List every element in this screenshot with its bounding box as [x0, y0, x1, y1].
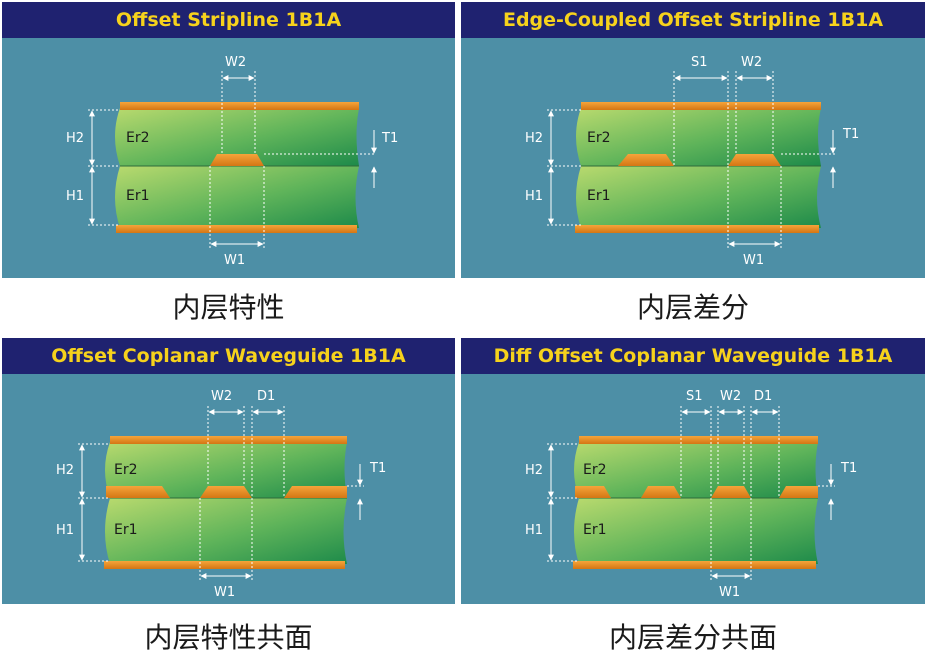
signal-trace-left: [641, 486, 681, 498]
signal-trace: [200, 486, 252, 498]
h2-label: H2: [66, 131, 84, 146]
panel-caption: 内层差分: [636, 291, 749, 324]
s1-label: S1: [691, 55, 708, 70]
bottom-reference-plane: [575, 225, 819, 233]
panel-caption: 内层特性共面: [144, 621, 313, 654]
w2-label: W2: [225, 55, 246, 70]
coplanar-ground-right: [779, 486, 818, 498]
coplanar-ground-left: [575, 486, 611, 498]
coplanar-ground-right: [284, 486, 347, 498]
top-reference-plane: [581, 102, 821, 110]
w1-label: W1: [719, 585, 740, 600]
bottom-reference-plane: [573, 561, 816, 569]
w2-label: W2: [211, 389, 232, 404]
h2-label: H2: [56, 463, 74, 478]
s1-label: S1: [686, 389, 703, 404]
bottom-reference-plane: [116, 225, 357, 233]
h1-label: H1: [66, 189, 84, 204]
signal-trace-right: [728, 154, 781, 166]
panel-caption: 内层差分共面: [608, 621, 777, 654]
t1-label: T1: [381, 131, 398, 146]
w1-label: W1: [743, 253, 764, 268]
stripline-cross-section: W2 W1 H2 H1 Er2 Er1 T1: [66, 55, 398, 268]
er1-label: Er1: [114, 522, 138, 538]
panel-edge-coupled-stripline: Edge-Coupled Offset Stripline 1B1A S1 W2: [461, 2, 925, 278]
panel-caption: 内层特性: [172, 291, 285, 324]
w2-label: W2: [741, 55, 762, 70]
bottom-reference-plane: [104, 561, 345, 569]
coplanar-ground-left: [106, 486, 170, 498]
er2-label: Er2: [126, 130, 150, 146]
signal-trace-right: [711, 486, 751, 498]
w1-label: W1: [224, 253, 245, 268]
diagram-area: W2 D1 W1 H2 H1 Er2 Er1 T1: [2, 374, 455, 604]
h2-label: H2: [525, 463, 543, 478]
d1-label: D1: [257, 389, 275, 404]
signal-trace-left: [618, 154, 674, 166]
diagram-area: S1 W2 D1 W1 H2 H1 Er2 Er1: [461, 374, 925, 604]
diff-coplanar-cross-section: S1 W2 D1 W1 H2 H1 Er2 Er1: [525, 389, 857, 600]
er2-label: Er2: [583, 462, 607, 478]
edge-coupled-cross-section: S1 W2 W1 H2 H1 Er2 Er1 T1: [525, 55, 859, 268]
h1-label: H1: [56, 523, 74, 538]
h1-label: H1: [525, 189, 543, 204]
er2-label: Er2: [114, 462, 138, 478]
w2-label: W2: [720, 389, 741, 404]
er1-label: Er1: [583, 522, 607, 538]
diagram-area: W2 W1 H2 H1 Er2 Er1 T1: [2, 38, 455, 278]
coplanar-cross-section: W2 D1 W1 H2 H1 Er2 Er1 T1: [56, 389, 386, 600]
h1-label: H1: [525, 523, 543, 538]
panel-title: Diff Offset Coplanar Waveguide 1B1A: [461, 338, 925, 374]
panel-offset-coplanar-waveguide: Offset Coplanar Waveguide 1B1A W2 D1: [2, 338, 455, 604]
panel-title: Offset Stripline 1B1A: [2, 2, 455, 38]
top-reference-plane: [579, 436, 818, 444]
er2-label: Er2: [587, 130, 611, 146]
w1-label: W1: [214, 585, 235, 600]
dielectric-er2: [115, 108, 359, 166]
top-reference-plane: [120, 102, 359, 110]
panel-title: Offset Coplanar Waveguide 1B1A: [2, 338, 455, 374]
panel-offset-stripline: Offset Stripline 1B1A W2 W1: [2, 2, 455, 278]
h2-label: H2: [525, 131, 543, 146]
panel-title: Edge-Coupled Offset Stripline 1B1A: [461, 2, 925, 38]
signal-trace: [210, 154, 264, 166]
t1-label: T1: [840, 461, 857, 476]
t1-label: T1: [842, 127, 859, 142]
d1-label: D1: [754, 389, 772, 404]
dielectric-er1: [115, 166, 359, 228]
top-reference-plane: [110, 436, 347, 444]
er1-label: Er1: [587, 188, 611, 204]
er1-label: Er1: [126, 188, 150, 204]
diagram-area: S1 W2 W1 H2 H1 Er2 Er1 T1: [461, 38, 925, 278]
t1-label: T1: [369, 461, 386, 476]
panel-diff-offset-coplanar-waveguide: Diff Offset Coplanar Waveguide 1B1A S1 W…: [461, 338, 925, 604]
